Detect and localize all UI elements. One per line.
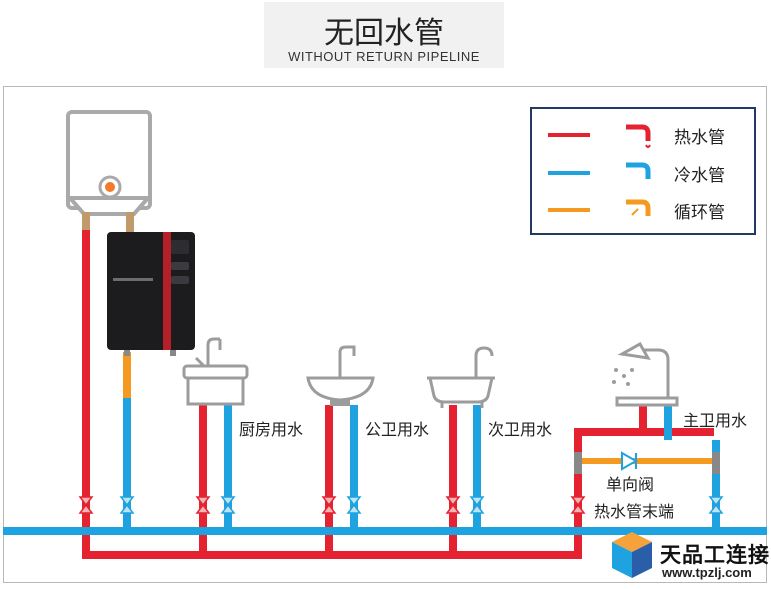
circulation-faucet-icon [626, 199, 651, 216]
label-kitchen: 厨房用水 [239, 420, 304, 439]
page-subtitle: WITHOUT RETURN PIPELINE [288, 49, 480, 64]
kitchen-sink-icon [182, 337, 249, 406]
diagram-frame [3, 86, 767, 583]
valves [78, 496, 724, 514]
watermark-url: www.tpzlj.com [662, 565, 752, 580]
label-hot-pipe-end: 热水管末端 [594, 502, 675, 521]
tankless-heater [107, 232, 195, 356]
cold-faucet-icon [626, 162, 651, 179]
check-valve-icon [621, 451, 639, 471]
hot-faucet-icon [626, 124, 651, 148]
legend-cold-label: 冷水管 [674, 166, 725, 186]
page-title: 无回水管 [324, 16, 444, 51]
heater-brand-logo [113, 278, 153, 281]
label-check-valve: 单向阀 [606, 475, 655, 494]
bathtub-icon [427, 346, 495, 408]
label-main-bath: 主卫用水 [683, 411, 748, 430]
watermark-name: 天品工连接 [660, 543, 770, 567]
watermark-logo [612, 532, 652, 578]
label-second-bath: 次卫用水 [488, 420, 553, 439]
legend-hot-label: 热水管 [674, 128, 725, 148]
label-public-bath: 公卫用水 [365, 420, 430, 439]
shower-icon [612, 341, 679, 407]
legend: 热水管 冷水管 循环管 [530, 107, 756, 235]
legend-circ-label: 循环管 [674, 203, 725, 223]
bathroom-sink-icon [306, 345, 375, 406]
storage-tank [65, 110, 153, 216]
title-box: 无回水管 WITHOUT RETURN PIPELINE [264, 2, 504, 68]
